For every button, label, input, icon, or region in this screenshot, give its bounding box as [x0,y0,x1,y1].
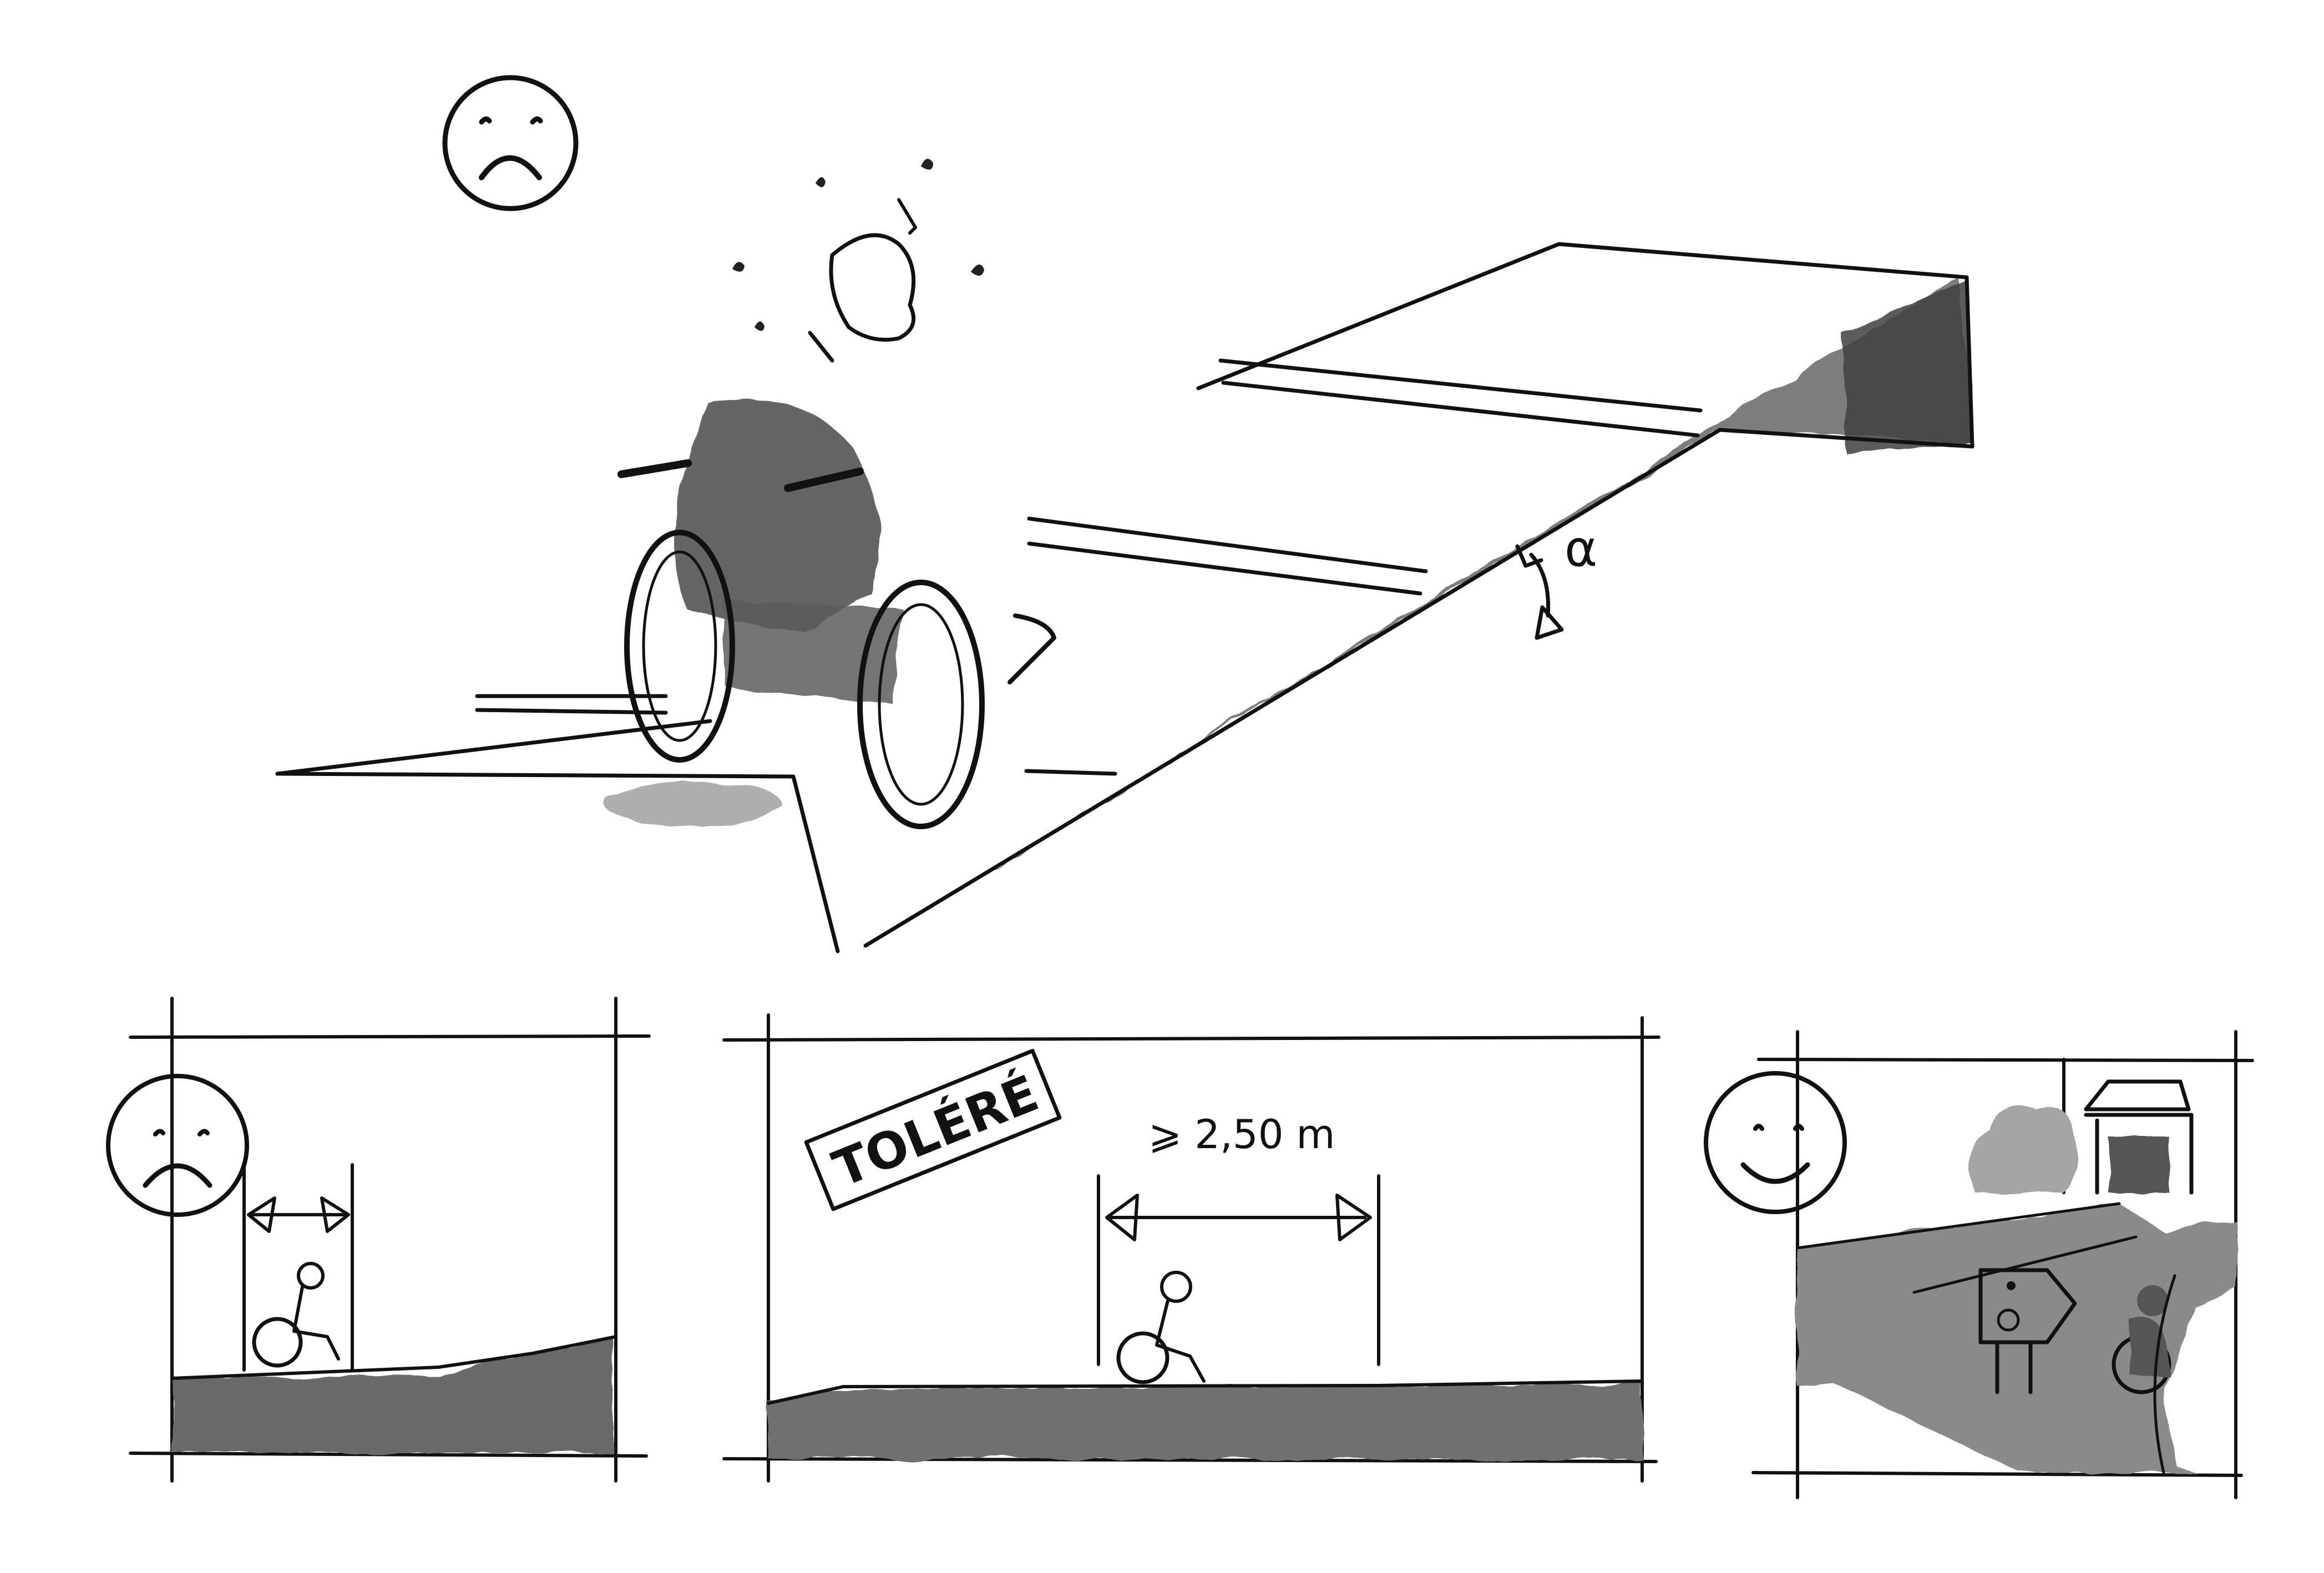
wheelchair-user-on-ramp [605,159,1056,829]
sad-face-icon [442,75,579,211]
panel-accessible-path [1704,1030,2254,1499]
ground-wash-left [172,1337,613,1453]
steep-ramp-scene: α [275,75,1974,953]
ramp-side-shading [1842,280,1972,455]
tolerated-label: TOLÉRÉ [825,1063,1046,1199]
wheelchair-user-small [252,1262,340,1368]
landscape-wash [1798,1204,2236,1473]
ground-wash-middle [768,1384,1642,1459]
panel-narrow-path [106,997,651,1483]
min-width-label: ⩾ 2,50 m [1148,1111,1335,1158]
building-entrance [2084,1079,2194,1195]
tree-wash [1969,1104,2079,1193]
panel-tolerated-width: TOLÉRÉ ⩾ 2,50 m [722,1013,1660,1483]
ramp-outline [275,242,1974,953]
angle-label: α [1564,520,1597,578]
min-width-dimension: ⩾ 2,50 m [1097,1111,1380,1366]
sweat-drops [732,159,984,331]
tolerated-sign: TOLÉRÉ [804,1049,1062,1211]
smiley-face-icon [1704,1071,1847,1214]
wheelchair-accessibility-icon [1978,1268,2077,1394]
sad-face-icon [106,1074,249,1217]
narrow-width-dimension [242,1163,354,1372]
slope-angle-marker: α [1515,520,1597,640]
wheelchair-user-small [1116,1271,1206,1384]
